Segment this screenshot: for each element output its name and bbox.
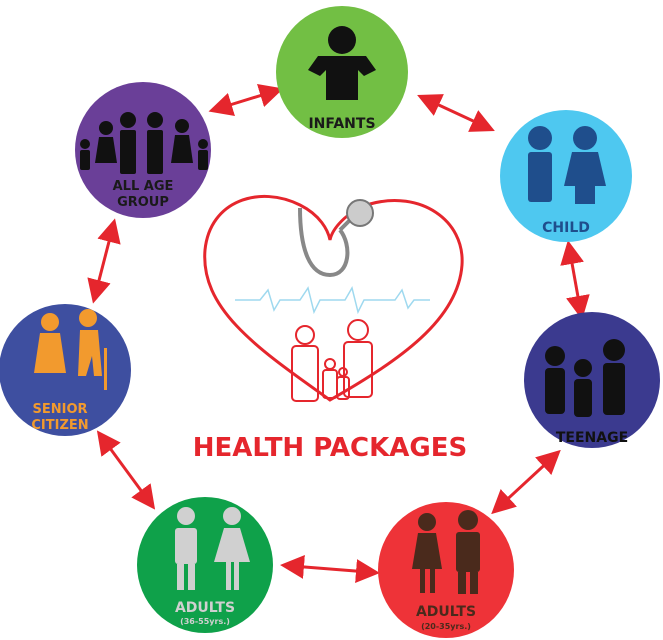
heartbeat-line-icon: [235, 286, 430, 315]
arrow-child-teenage: [560, 240, 590, 320]
node-label-line2: CITIZEN: [31, 418, 88, 433]
node-label: CHILD: [542, 220, 590, 236]
family-icon: [80, 112, 208, 174]
arrow-teenage-adults: [491, 449, 561, 515]
node-label: INFANTS: [308, 116, 375, 132]
node-label: ADULTS: [175, 600, 235, 616]
page-title: HEALTH PACKAGES: [193, 433, 467, 463]
node-all-age-group[interactable]: ALL AGE GROUP: [75, 82, 211, 218]
node-adults-20-35[interactable]: ADULTS (20-35yrs.): [378, 502, 514, 638]
node-label: SENIOR: [32, 402, 87, 417]
arrow-allage-senior: [87, 218, 121, 304]
node-sublabel: (36-55yrs.): [180, 617, 230, 626]
node-adults-36-55[interactable]: ADULTS (36-55yrs.): [137, 497, 273, 633]
node-label-line2: GROUP: [117, 195, 169, 210]
couple-icon: [412, 510, 480, 594]
heart-icon: [203, 194, 464, 402]
node-label: ALL AGE: [113, 179, 174, 194]
man-woman-icon: [175, 507, 250, 590]
children-icon: [528, 126, 606, 204]
node-label: TEENAGE: [556, 430, 628, 446]
arrow-adults-adults: [280, 554, 380, 584]
node-sublabel: (20-35yrs.): [421, 622, 471, 631]
elderly-couple-icon: [34, 309, 107, 390]
teenagers-icon: [545, 339, 625, 417]
arrow-infants-child: [417, 94, 495, 132]
node-label: ADULTS: [416, 604, 476, 620]
arrows: [87, 84, 590, 584]
baby-icon: [308, 26, 376, 100]
arrow-senior-adults: [96, 430, 156, 510]
heart-stethoscope: [203, 194, 464, 402]
node-child[interactable]: CHILD: [500, 110, 632, 242]
arrow-allage-infants: [208, 84, 284, 116]
node-teenage[interactable]: TEENAGE: [524, 312, 660, 448]
node-infants[interactable]: INFANTS: [276, 6, 408, 138]
family-outline-icon: [291, 319, 373, 402]
node-senior-citizen[interactable]: SENIOR CITIZEN: [0, 304, 131, 436]
